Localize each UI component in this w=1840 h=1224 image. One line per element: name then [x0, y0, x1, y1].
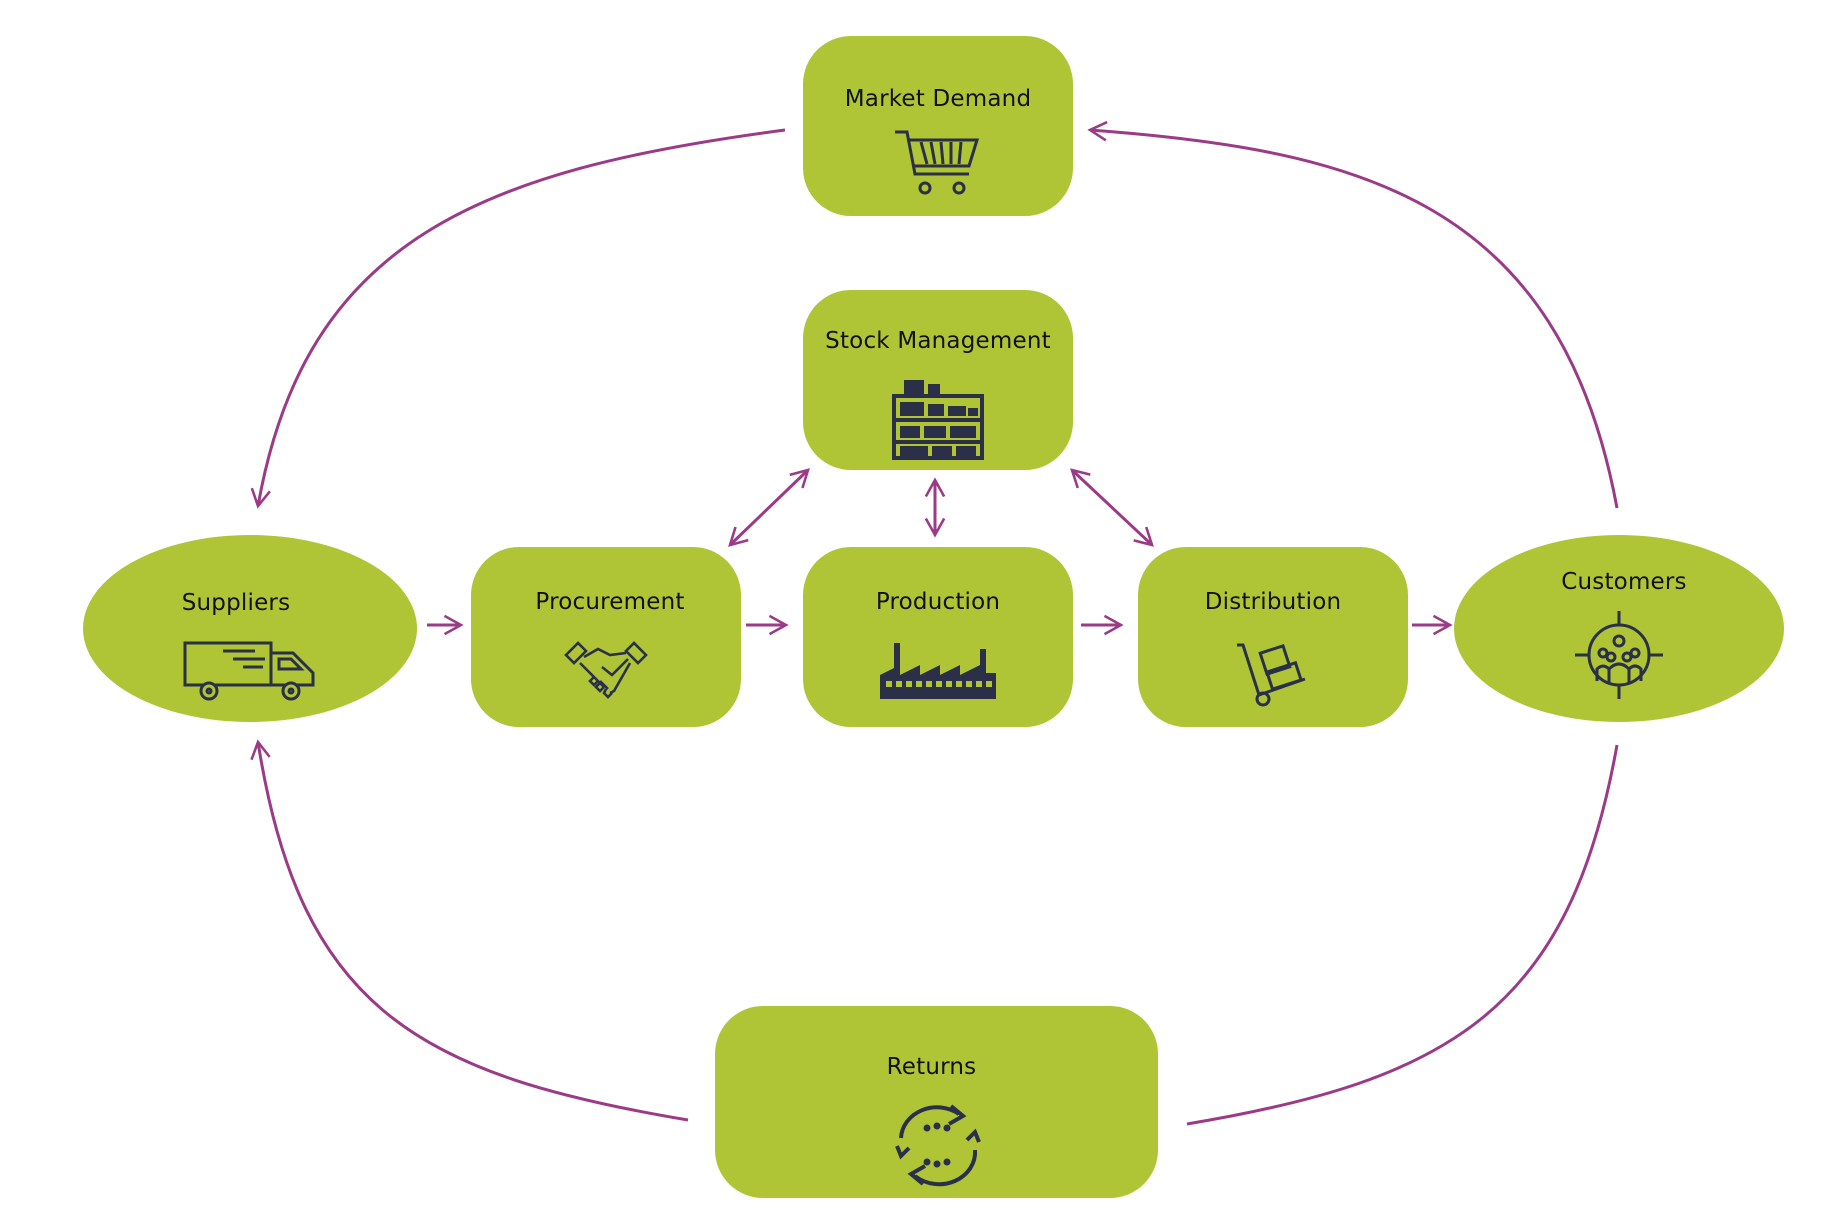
handshake-icon: [564, 637, 648, 709]
node-stock-management: Stock Management: [803, 290, 1073, 470]
node-suppliers: Suppliers: [83, 535, 417, 722]
shopping-cart-icon: [893, 128, 983, 200]
node-distribution: Distribution: [1138, 547, 1408, 727]
node-production: Production: [803, 547, 1073, 727]
node-label: Stock Management: [825, 328, 1051, 354]
node-returns: Returns: [715, 1006, 1158, 1198]
arrow-customers-to-market-demand: [1087, 120, 1619, 509]
node-label: Returns: [886, 1054, 977, 1080]
node-label: Procurement: [535, 589, 685, 615]
target-customers-icon: [1573, 609, 1665, 701]
node-procurement: Procurement: [471, 547, 741, 727]
delivery-truck-icon: [183, 639, 317, 703]
node-label: Production: [875, 589, 1001, 615]
hand-truck-icon: [1233, 641, 1313, 707]
arrow-market-demand-to-suppliers: [250, 128, 786, 509]
factory-icon: [876, 641, 1000, 701]
arrow-customers-to-returns: [1186, 744, 1619, 1126]
node-customers: Customers: [1454, 535, 1784, 722]
arrow-stock-procurement: [728, 468, 810, 547]
node-label: Customers: [1561, 569, 1687, 595]
recycle-arrows-icon: [887, 1102, 987, 1188]
arrow-stock-distribution: [1070, 468, 1154, 547]
node-label: Suppliers: [181, 590, 291, 616]
node-market-demand: Market Demand: [803, 36, 1073, 216]
arrow-returns-to-suppliers: [250, 739, 689, 1122]
warehouse-shelf-icon: [890, 378, 986, 462]
node-label: Distribution: [1204, 589, 1342, 615]
node-label: Market Demand: [844, 86, 1032, 112]
